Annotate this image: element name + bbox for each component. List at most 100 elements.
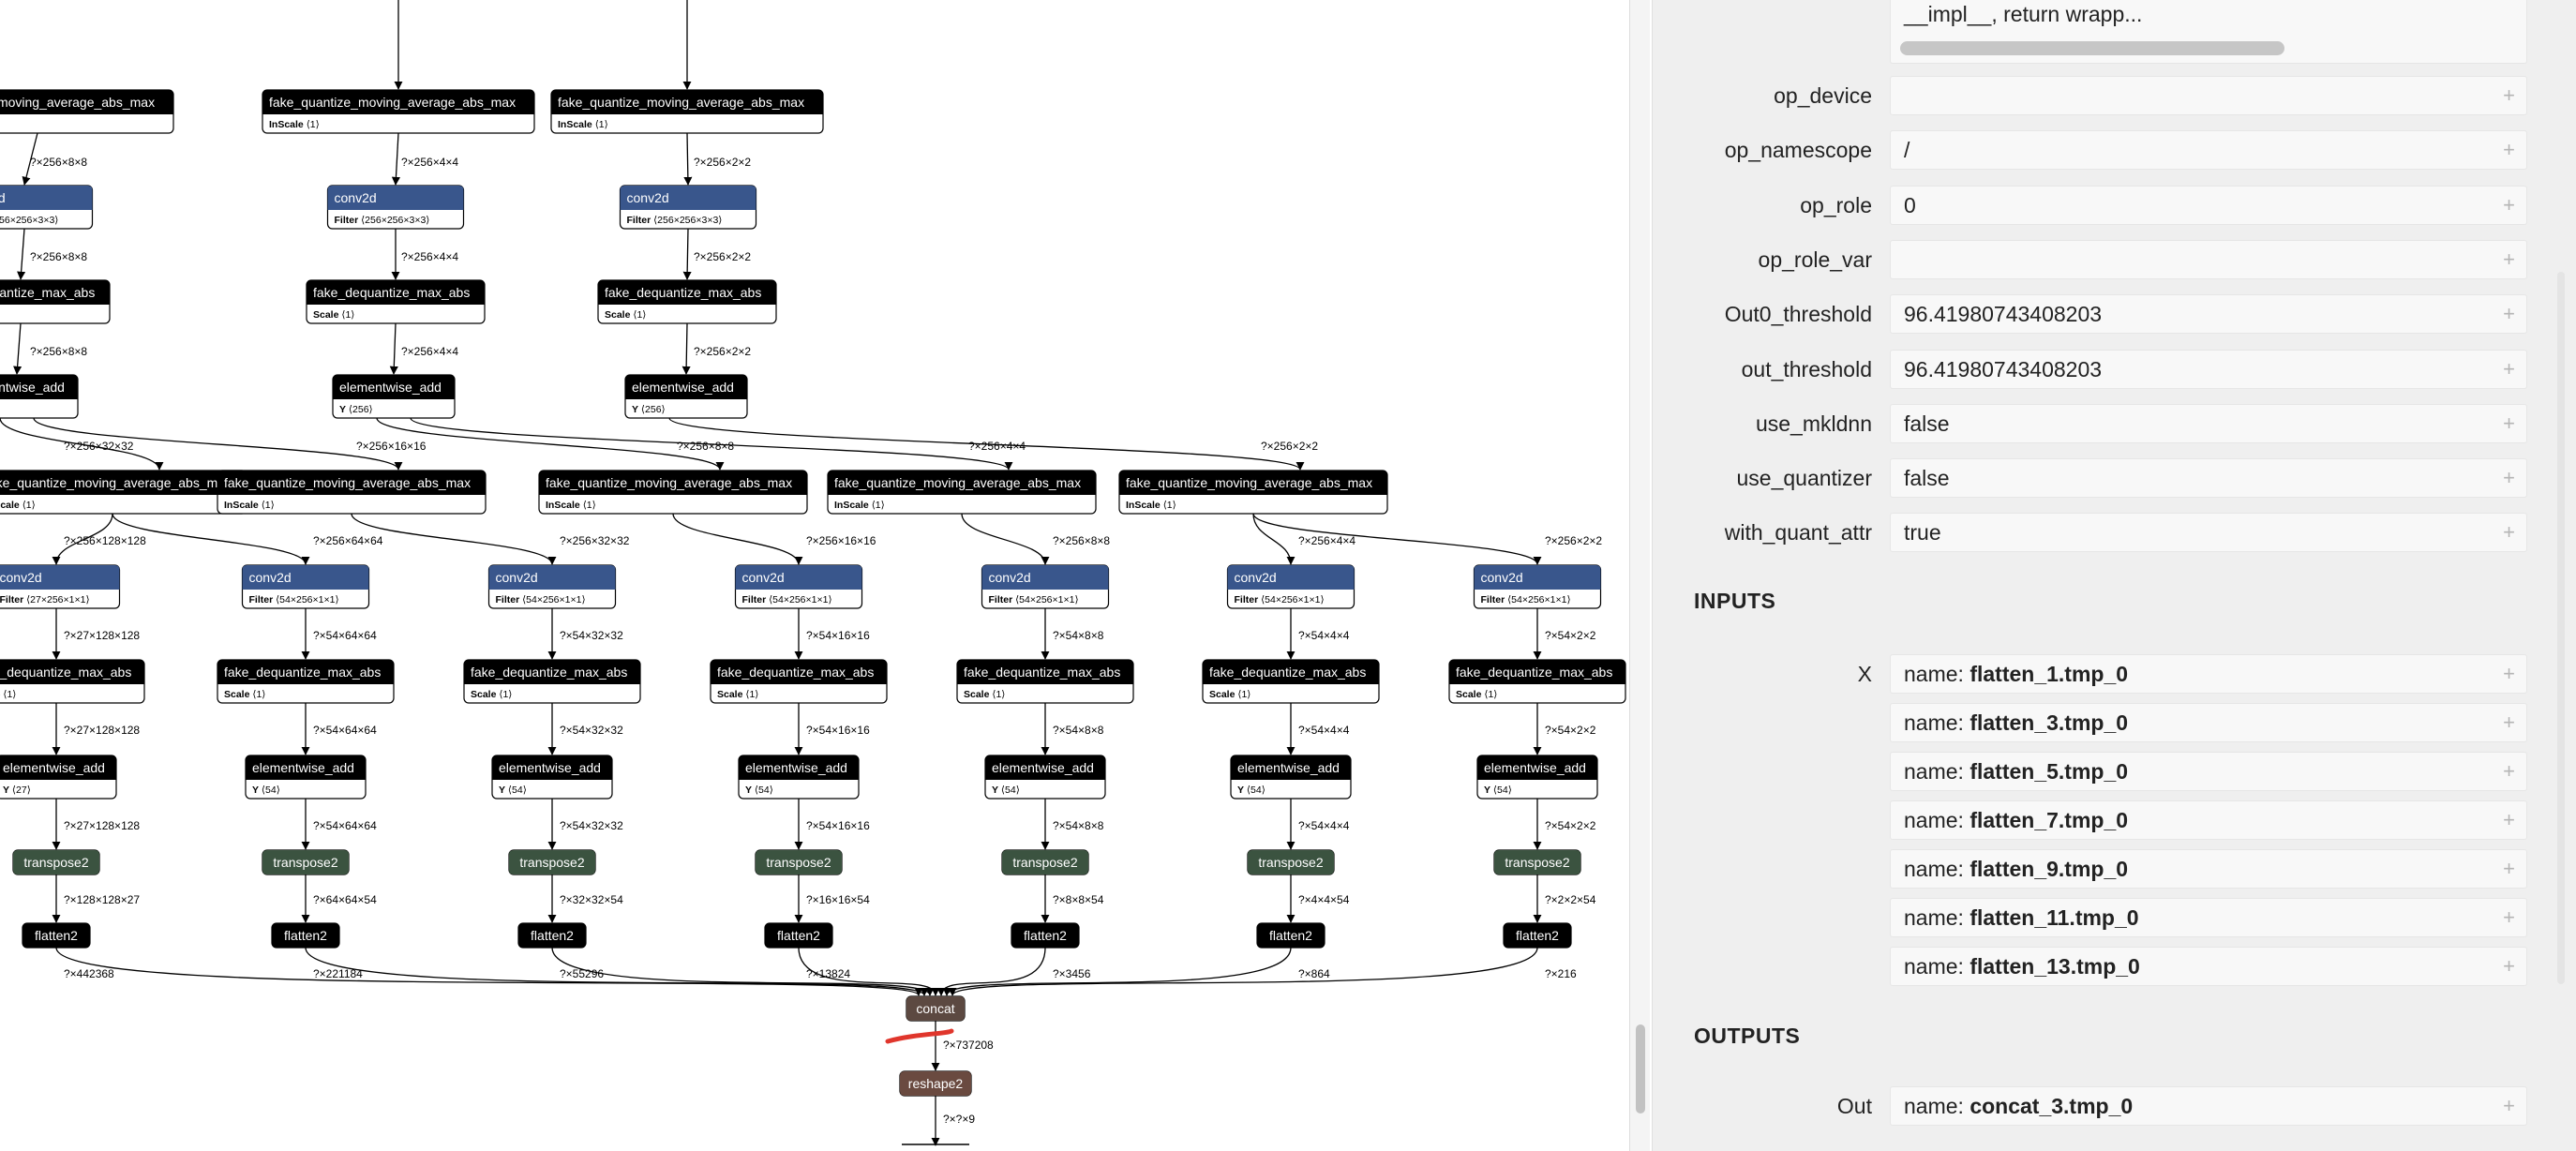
graph-scrollbar-thumb[interactable] xyxy=(1636,1024,1645,1114)
property-value-box[interactable]: false+ xyxy=(1890,404,2527,443)
property-value-box[interactable]: + xyxy=(1890,76,2527,115)
property-value-box[interactable]: + xyxy=(1890,240,2527,279)
graph-svg[interactable]: ?×256×8×8?×256×8×8?×256×8×8?×256×4×4?×25… xyxy=(0,0,1629,1151)
property-value-box[interactable]: /+ xyxy=(1890,130,2527,170)
graph-node-tr-3[interactable]: transpose2 xyxy=(755,849,843,875)
property-value-box[interactable]: name: flatten_11.tmp_0+ xyxy=(1890,898,2527,937)
expand-plus-icon[interactable]: + xyxy=(2503,83,2515,107)
property-value-box[interactable]: 0+ xyxy=(1890,186,2527,225)
property-value-box[interactable]: name: flatten_9.tmp_0+ xyxy=(1890,849,2527,889)
expand-plus-icon[interactable]: + xyxy=(2503,466,2515,489)
graph-node-fl-2[interactable]: flatten2 xyxy=(517,922,587,949)
expand-plus-icon[interactable]: + xyxy=(2503,954,2515,978)
expand-plus-icon[interactable]: + xyxy=(2503,520,2515,544)
property-value-box[interactable]: name: flatten_7.tmp_0+ xyxy=(1890,800,2527,840)
graph-canvas[interactable]: ?×256×8×8?×256×8×8?×256×8×8?×256×4×4?×25… xyxy=(0,0,1631,1151)
expand-plus-icon[interactable]: + xyxy=(2503,759,2515,783)
property-value-box[interactable]: name: flatten_1.tmp_0+ xyxy=(1890,654,2527,694)
property-value-box[interactable]: name: flatten_5.tmp_0+ xyxy=(1890,752,2527,791)
graph-node-fq-mid-4[interactable]: fake_quantize_moving_average_abs_maxInSc… xyxy=(1118,470,1388,515)
expand-plus-icon[interactable]: + xyxy=(2503,662,2515,685)
graph-node-fq-mid-0[interactable]: fake_quantize_moving_average_abs_maxInSc… xyxy=(0,470,247,515)
property-value-box[interactable]: name: flatten_3.tmp_0+ xyxy=(1890,703,2527,742)
expand-plus-icon[interactable]: + xyxy=(2503,411,2515,435)
property-value-box[interactable]: 96.41980743408203+ xyxy=(1890,294,2527,334)
property-value-box[interactable]: 96.41980743408203+ xyxy=(1890,350,2527,389)
input-tensor-name: flatten_1.tmp_0 xyxy=(1969,662,2129,686)
pane-splitter[interactable] xyxy=(1629,0,1650,1151)
graph-node-fl-3[interactable]: flatten2 xyxy=(764,922,833,949)
expand-plus-icon[interactable]: + xyxy=(2503,193,2515,217)
expand-plus-icon[interactable]: + xyxy=(2503,138,2515,161)
node-label: flatten2 xyxy=(1269,928,1312,943)
property-value-box[interactable]: name: concat_3.tmp_0+ xyxy=(1890,1086,2527,1126)
graph-node-tr-1[interactable]: transpose2 xyxy=(262,849,350,875)
graph-node-fq-mid-1[interactable]: fake_quantize_moving_average_abs_maxInSc… xyxy=(217,470,487,515)
graph-node-fl-4[interactable]: flatten2 xyxy=(1011,922,1080,949)
graph-node-fq-top-2[interactable]: fake_quantize_moving_average_abs_maxInSc… xyxy=(550,89,824,134)
property-value-box[interactable]: false+ xyxy=(1890,458,2527,498)
graph-node-fq-top-1[interactable]: fake_quantize_moving_average_abs_maxInSc… xyxy=(262,89,535,134)
graph-node-tr-0[interactable]: transpose2 xyxy=(12,849,100,875)
input-row: name: flatten_9.tmp_0+ xyxy=(1653,847,2576,890)
value-horizontal-scrollbar[interactable] xyxy=(1900,41,2284,55)
expand-plus-icon[interactable]: + xyxy=(2503,905,2515,929)
property-value-box[interactable]: true+ xyxy=(1890,513,2527,552)
graph-node-fq-mid-3[interactable]: fake_quantize_moving_average_abs_maxInSc… xyxy=(827,470,1097,515)
graph-node-tr-4[interactable]: transpose2 xyxy=(1001,849,1089,875)
graph-node-tr-6[interactable]: transpose2 xyxy=(1493,849,1581,875)
graph-node-fq-top-0[interactable]: fake_quantize_moving_average_abs_maxInSc… xyxy=(0,89,174,134)
graph-node-fq-mid-2[interactable]: fake_quantize_moving_average_abs_maxInSc… xyxy=(538,470,808,515)
expand-plus-icon[interactable]: + xyxy=(2503,1094,2515,1117)
node-header xyxy=(492,755,612,780)
graph-node-tr-5[interactable]: transpose2 xyxy=(1247,849,1335,875)
edge-shape-label: ?×442368 xyxy=(64,967,114,980)
graph-node-fl-0[interactable]: flatten2 xyxy=(22,922,91,949)
expand-plus-icon[interactable]: + xyxy=(2503,857,2515,880)
expand-plus-icon[interactable]: + xyxy=(2503,302,2515,325)
property-value-box[interactable]: name: flatten_13.tmp_0+ xyxy=(1890,947,2527,986)
expand-plus-icon[interactable]: + xyxy=(2503,710,2515,734)
expand-plus-icon[interactable]: + xyxy=(2503,357,2515,381)
graph-node-concat[interactable]: concat xyxy=(906,995,966,1022)
graph-node-reshape[interactable]: reshape2 xyxy=(899,1070,972,1097)
graph-node-fl-6[interactable]: flatten2 xyxy=(1503,922,1572,949)
graph-node-fl-1[interactable]: flatten2 xyxy=(271,922,340,949)
expand-plus-icon[interactable]: + xyxy=(2503,247,2515,271)
expand-plus-icon[interactable]: + xyxy=(2503,808,2515,831)
properties-scrollbar[interactable] xyxy=(2557,272,2565,984)
graph-node-tr-2[interactable]: transpose2 xyxy=(508,849,596,875)
graph-node-fl-5[interactable]: flatten2 xyxy=(1256,922,1325,949)
node-header xyxy=(539,471,807,495)
